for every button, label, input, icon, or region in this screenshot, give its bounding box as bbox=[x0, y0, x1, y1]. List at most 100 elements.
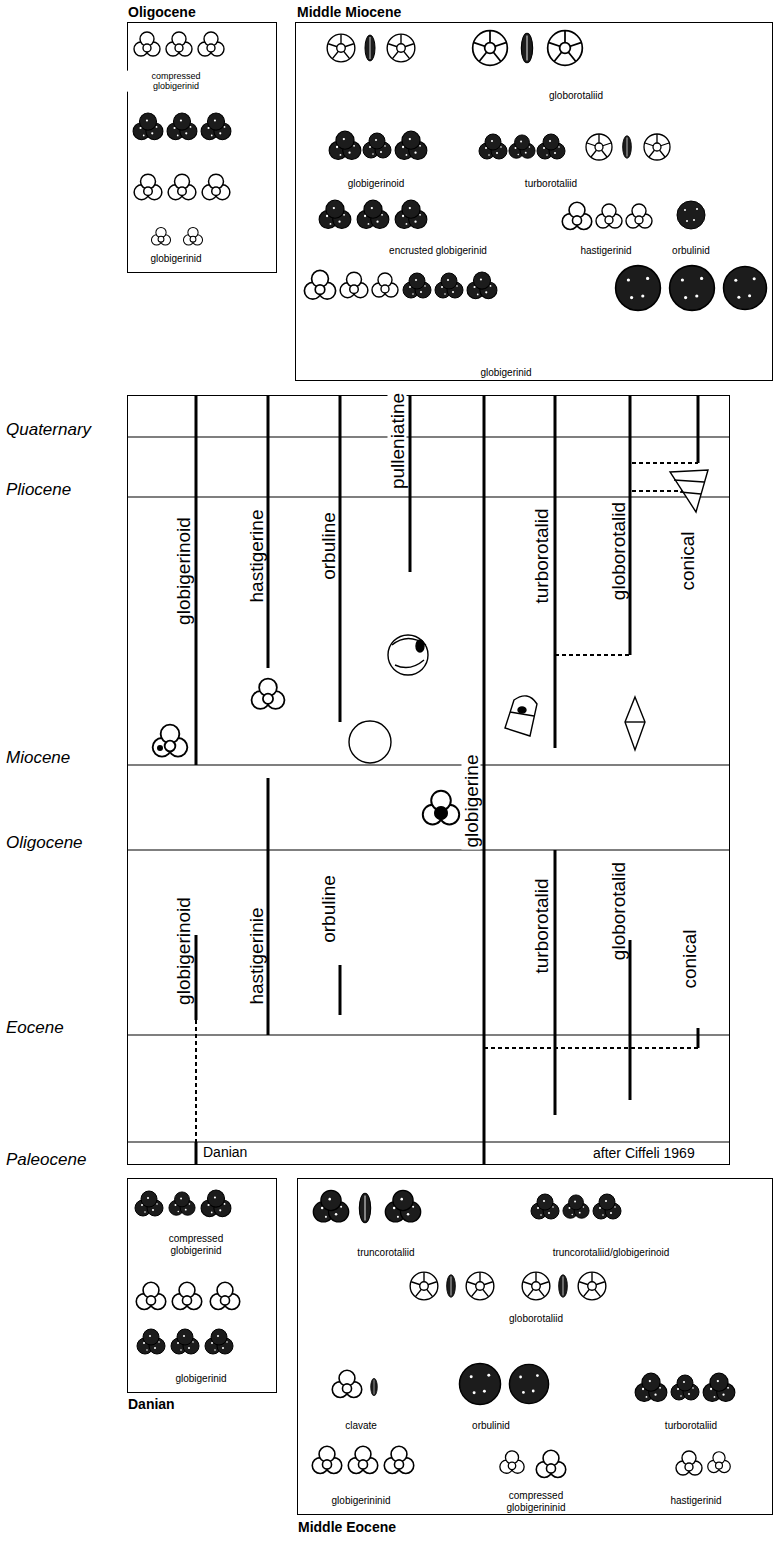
range-bar bbox=[697, 1028, 700, 1048]
fossil-icon bbox=[304, 270, 335, 299]
fossil-icons bbox=[312, 1190, 735, 1477]
fossil-icon bbox=[183, 227, 202, 245]
range-bar bbox=[554, 395, 557, 748]
fossil-label: orbulinid bbox=[671, 245, 711, 257]
fossil-icon bbox=[466, 1272, 494, 1300]
fossil-icon bbox=[536, 1450, 565, 1477]
fossil-icon bbox=[447, 1275, 456, 1298]
hastigerine-icon bbox=[252, 679, 285, 709]
chart-icons bbox=[153, 470, 708, 824]
lineage-label: globigerinoid bbox=[174, 515, 193, 627]
fossil-icon bbox=[348, 1446, 377, 1473]
fossil-icon bbox=[509, 135, 535, 158]
fossil-icon bbox=[537, 134, 565, 159]
fossil-icon bbox=[198, 32, 224, 56]
lineage-label: conical bbox=[678, 529, 697, 592]
dashed-range bbox=[195, 1020, 197, 1142]
panel-heading: Danian bbox=[128, 1397, 175, 1412]
fossil-panel: Daniancompressed globigerinidglobigerini… bbox=[127, 1178, 277, 1393]
range-bar bbox=[195, 1142, 198, 1165]
fossil-icons bbox=[304, 31, 766, 311]
lineage-label: globigerine bbox=[462, 753, 481, 850]
fossil-label: globorotaliid bbox=[508, 1313, 564, 1325]
aperture-dot bbox=[416, 640, 424, 652]
fossil-icon bbox=[708, 1452, 731, 1473]
fossil-icon bbox=[332, 1370, 361, 1397]
fossil-icon bbox=[329, 131, 361, 159]
fossil-icon bbox=[467, 272, 497, 299]
fossil-label: globigerinid bbox=[149, 253, 202, 265]
fossil-icon bbox=[644, 134, 670, 160]
panel-heading: Middle Miocene bbox=[297, 5, 401, 20]
fossil-label: globigerinid bbox=[479, 367, 532, 379]
fossil-icon bbox=[371, 1378, 378, 1395]
fossil-icon bbox=[616, 266, 661, 311]
aperture-dot bbox=[434, 806, 448, 820]
fossil-icon bbox=[201, 1190, 231, 1217]
turborotalid-icon bbox=[505, 696, 537, 736]
fossil-label: turborotaliid bbox=[664, 1420, 718, 1432]
fossil-icon bbox=[384, 1446, 413, 1473]
fossil-panel: Middle Miocenegloborotaliidglobigerinoid… bbox=[295, 22, 773, 381]
range-bar bbox=[629, 940, 632, 1100]
aperture-dot bbox=[518, 707, 526, 713]
fossil-icon bbox=[635, 1373, 667, 1401]
fossil-icon bbox=[562, 202, 591, 229]
fossil-icon bbox=[500, 1451, 524, 1473]
fossil-icon bbox=[313, 1190, 348, 1222]
lineage-label: hastigerinie bbox=[247, 905, 266, 1006]
fossil-icon bbox=[340, 272, 368, 298]
fossil-label: hastigerinid bbox=[669, 1495, 722, 1507]
fossil-label: hastigerinid bbox=[579, 245, 632, 257]
fossil-icon bbox=[327, 34, 355, 62]
fossil-icon bbox=[435, 273, 463, 298]
fossil-icon bbox=[522, 1272, 550, 1300]
fossil-icon bbox=[201, 113, 231, 140]
fossil-icon bbox=[703, 1373, 735, 1401]
fossil-label: truncorotaliid/globigerinoid bbox=[552, 1247, 671, 1259]
range-bar bbox=[629, 395, 632, 655]
fossil-icon bbox=[135, 1191, 163, 1216]
range-bar bbox=[409, 395, 412, 572]
fossil-panel: Oligocenecompressed globigerinidglobiger… bbox=[127, 22, 277, 273]
chart-grid bbox=[127, 437, 730, 1142]
dashed-range bbox=[632, 462, 698, 464]
fossil-icon bbox=[210, 1282, 239, 1309]
fossil-icon bbox=[724, 267, 767, 310]
epoch-line bbox=[127, 1034, 730, 1035]
fossil-label: truncorotaliid bbox=[356, 1247, 415, 1259]
fossil-label: clavate bbox=[344, 1420, 378, 1432]
epoch-label: Eocene bbox=[6, 1019, 64, 1038]
epoch-line bbox=[127, 436, 730, 437]
fossil-icon bbox=[359, 1193, 370, 1222]
panel-heading: Oligocene bbox=[128, 5, 196, 20]
fossil-icon bbox=[319, 200, 351, 228]
lineage-label: conical bbox=[680, 927, 699, 990]
fossil-icon bbox=[626, 204, 652, 228]
conical-icon bbox=[670, 470, 708, 512]
globigerine-icon bbox=[423, 791, 459, 825]
pulleniatine-icon bbox=[388, 635, 428, 675]
fossil-icon bbox=[395, 131, 427, 159]
fossil-icon bbox=[623, 136, 632, 159]
fossil-label: globigerinid bbox=[174, 1373, 227, 1385]
epoch-line bbox=[127, 496, 730, 497]
fossil-label: globorotaliid bbox=[548, 90, 604, 102]
fossil-icon bbox=[137, 1329, 165, 1354]
range-bar bbox=[483, 395, 486, 1165]
orbuline-icon bbox=[349, 721, 391, 763]
globorotalid-icon bbox=[625, 697, 645, 750]
fossil-icon bbox=[670, 266, 715, 311]
epoch-line bbox=[127, 764, 730, 765]
fossil-icon bbox=[403, 273, 431, 298]
fossil-icon bbox=[151, 227, 170, 245]
fossil-icons bbox=[135, 1190, 240, 1354]
fossil-icon bbox=[357, 200, 389, 228]
pulleniatine-shell bbox=[388, 635, 428, 675]
fossil-label: orbulinid bbox=[471, 1420, 511, 1432]
range-bar bbox=[195, 935, 198, 1020]
fossil-label: compressed globigerinid bbox=[147, 1233, 245, 1256]
chamber-suture bbox=[674, 480, 704, 494]
fossil-icon bbox=[365, 35, 375, 61]
